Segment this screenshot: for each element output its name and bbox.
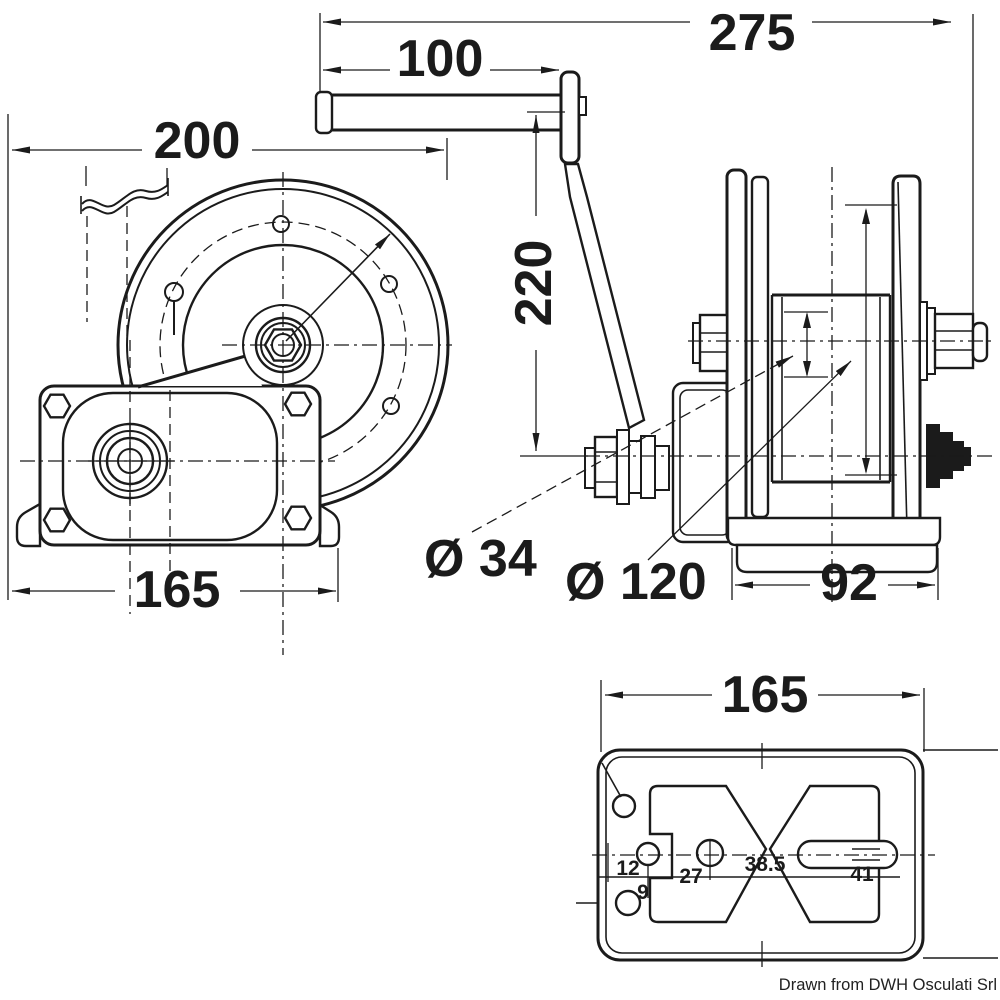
plate-offset-9: 9 [637,881,649,904]
mount-hole-top-left [611,793,637,819]
crank-arm [563,162,646,430]
dim-drum-diameter: Ø 120 [565,553,707,611]
front-view [15,166,452,655]
plate-offset-41: 41 [850,863,874,886]
attribution-text: Drawn from DWH Osculati Srl [779,976,997,994]
cover-bolt-bottom-left [42,507,72,533]
mount-hole-bottom-left [614,889,642,917]
crank-arm-flange [559,70,581,165]
plate-offset-27: 27 [679,865,702,888]
dim-hub-diameter: Ø 34 [424,530,537,588]
handle-assembly [314,70,646,430]
side-view [520,167,996,604]
grip-end-cap [314,90,334,135]
crank-nut [593,435,619,499]
dim-front-width: 200 [154,112,241,170]
housing-foot-left [15,501,42,548]
side-base-plate [735,543,939,574]
dimensions: 200 165 100 275 220 Ø 34 Ø 120 92 [7,4,974,752]
flange-hole-lower-right [382,397,400,415]
cover-bolt-bottom-right [283,505,313,531]
plate-offset-12: 12 [616,857,639,880]
dim-front-base-width: 165 [134,561,221,619]
leader-hub-diameter [471,355,794,533]
flange-hole-top [272,215,290,233]
cover-bolt-top-right [283,391,313,417]
strap-break-wave [81,184,169,208]
support-wedge-edge [137,353,250,389]
plate-offset-38-5: 38.5 [745,853,786,876]
dim-crank-radius: 220 [505,240,563,327]
axle-bolt-left [698,313,729,373]
housing-foot-right [318,502,341,548]
dim-plate-width: 165 [722,666,809,724]
flange-bolt-nub [578,96,587,116]
cover-bolt-top-left [42,393,72,419]
flange-hole-upper-right [380,275,398,293]
dim-overall-width: 275 [709,4,796,62]
strap-anchor-pin [164,282,184,302]
crank-washer [616,429,630,505]
leader-drum-diameter [647,360,852,561]
mount-hole-left [635,841,661,867]
dim-grip-length: 100 [397,30,484,88]
drum-flange-left [725,168,748,544]
side-base-channel [726,516,942,547]
base-plate-view: 12 27 38.5 41 9 [576,743,998,967]
rim-leader-line [285,233,391,342]
dim-side-base-depth: 92 [820,554,878,612]
